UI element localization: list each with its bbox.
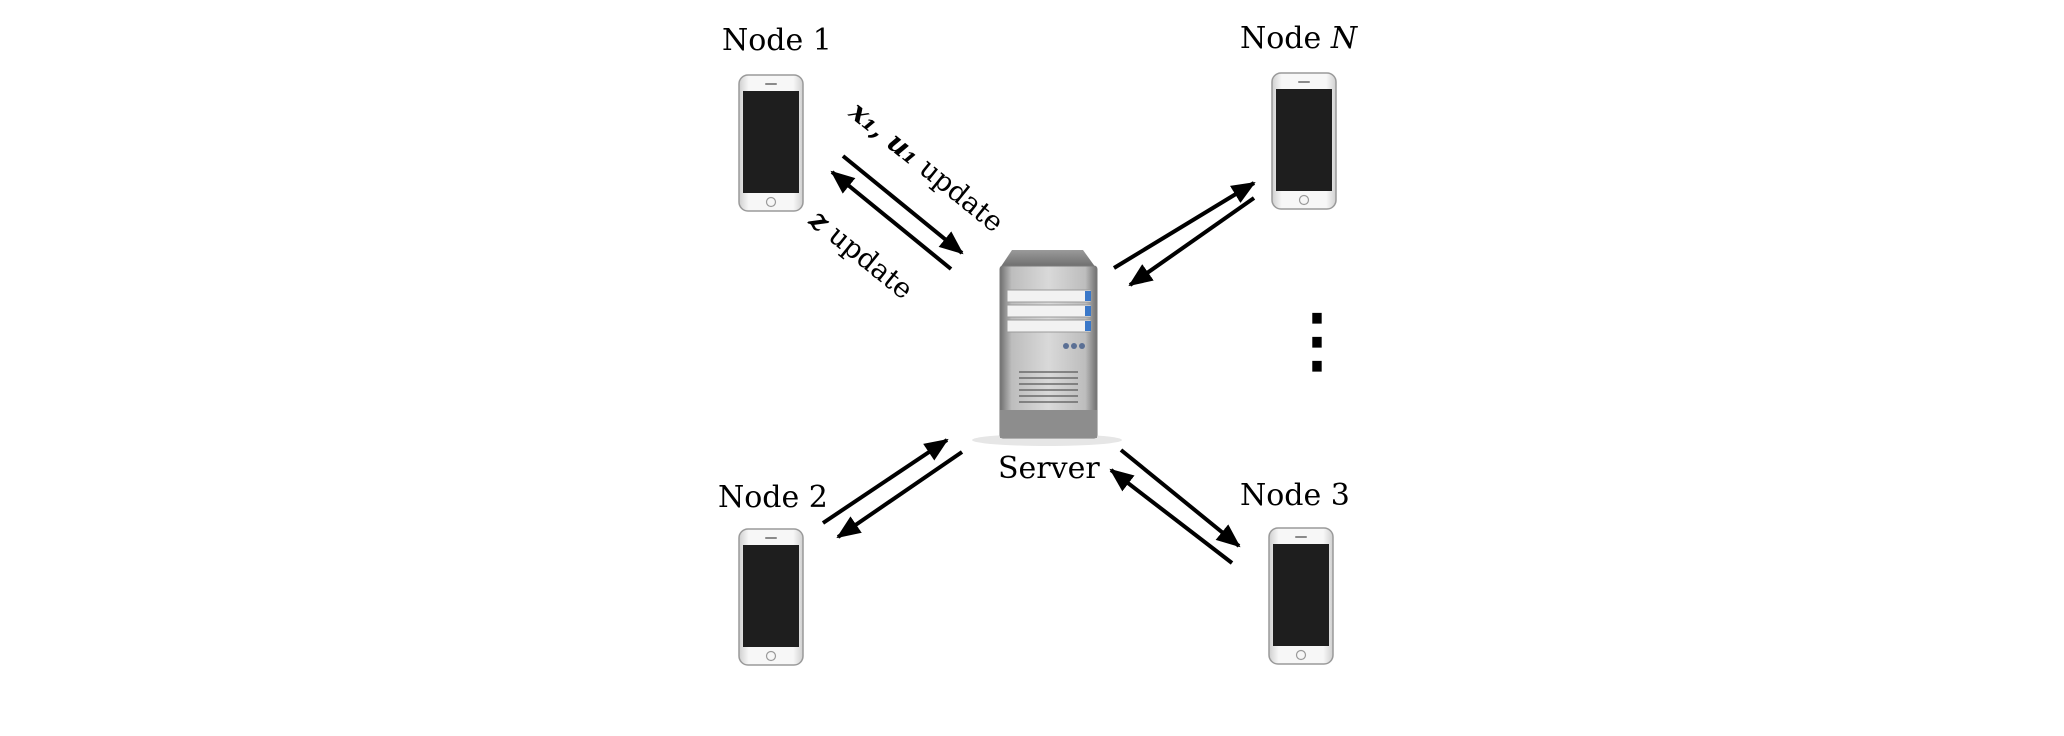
- node-3-label: Node 3: [1240, 478, 1350, 513]
- arrow-node1-to-server: [841, 154, 964, 255]
- node-n-label: Node N: [1240, 24, 1357, 54]
- node-1-label: Node 1: [722, 23, 832, 58]
- arrow-server-to-node1: [830, 170, 953, 271]
- arrow-server-to-noden: [1112, 181, 1256, 270]
- arrow-server-to-node2: [836, 450, 964, 539]
- node-1-phone-icon: [738, 74, 804, 212]
- server-label: Server: [998, 451, 1100, 486]
- arrow-noden-to-server: [1128, 196, 1256, 287]
- node-3-phone-icon: [1268, 527, 1334, 665]
- node-n-phone-icon: [1271, 72, 1337, 210]
- node-n-label-prefix: Node: [1240, 21, 1322, 56]
- node-2-phone-icon: [738, 528, 804, 666]
- node-2-label: Node 2: [718, 480, 828, 515]
- vertical-ellipsis: ⋮: [1282, 298, 1352, 381]
- server-icon: [972, 250, 1122, 446]
- arrow-node2-to-server: [821, 438, 949, 525]
- arrow-node3-to-server: [1109, 468, 1234, 565]
- node-n-label-variable: N: [1330, 21, 1358, 56]
- arrow-server-to-node3: [1119, 448, 1241, 548]
